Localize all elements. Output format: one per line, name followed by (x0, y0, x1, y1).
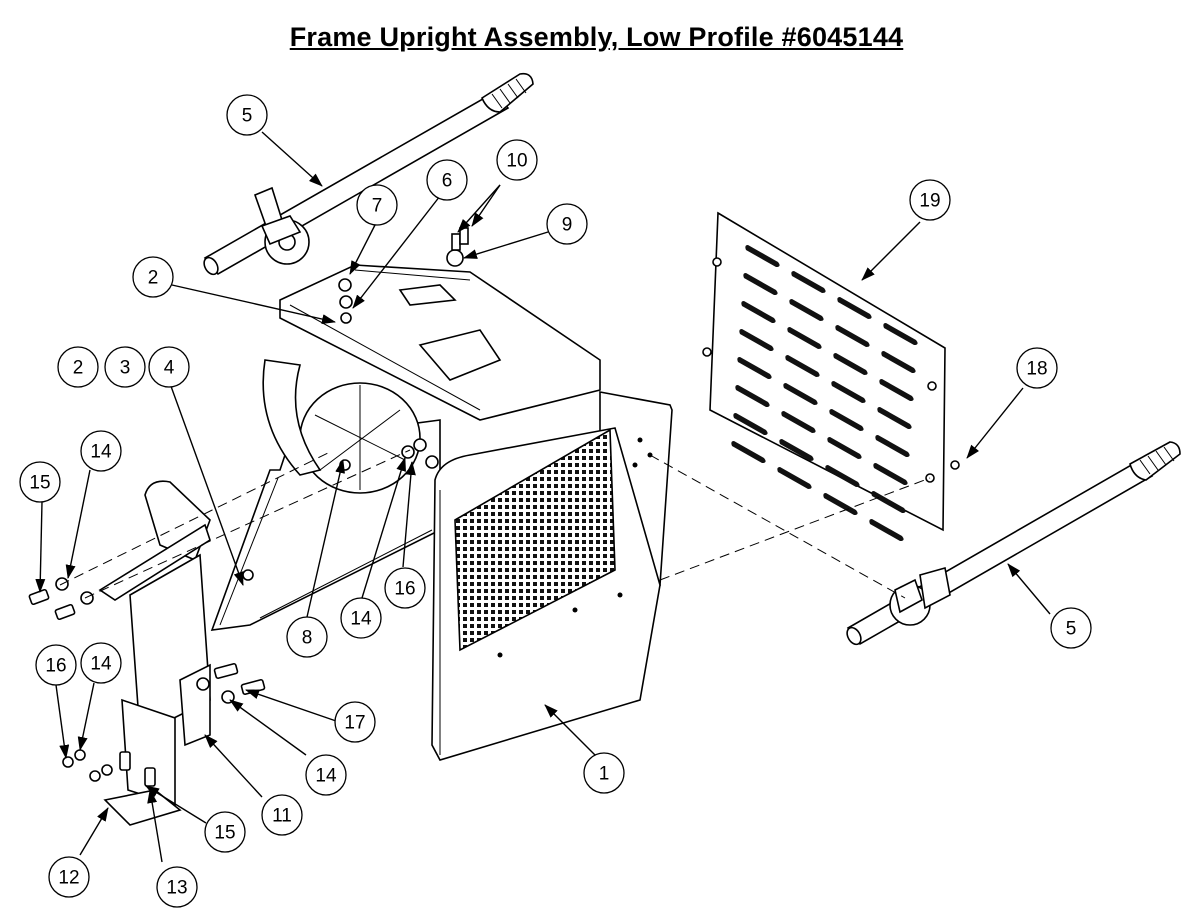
callout-8: 8 (286, 616, 328, 658)
callout-label: 9 (562, 215, 573, 236)
callout-7: 7 (356, 184, 398, 226)
louvre-slot (879, 379, 914, 401)
callout-10: 10 (496, 139, 538, 181)
callout-label: 15 (214, 823, 235, 844)
callout-1: 1 (583, 752, 625, 794)
callout-14: 14 (80, 642, 122, 684)
louvre-slot (831, 381, 866, 403)
callout-label: 15 (29, 473, 50, 494)
callout-label: 11 (272, 806, 292, 827)
louvre-slot (781, 411, 816, 433)
louvre-slot (875, 435, 910, 457)
callout-label: 14 (350, 609, 372, 630)
callout-4: 4 (148, 346, 190, 388)
louvre-slot (779, 439, 814, 461)
louvre-slot (735, 385, 770, 407)
louvre-slot (787, 327, 822, 349)
callout-label: 5 (242, 106, 253, 127)
bracket-assembly-part (98, 480, 211, 826)
callout-16: 16 (35, 644, 77, 686)
callout-2: 2 (132, 256, 174, 298)
callout-label: 14 (315, 766, 337, 787)
alignment-lines (59, 449, 931, 599)
leader-lines (35, 131, 1051, 863)
callout-label: 2 (73, 358, 84, 379)
callout-label: 19 (919, 191, 940, 212)
callout-11: 11 (261, 794, 303, 836)
louvre-slot (785, 355, 820, 377)
callout-label: 2 (148, 268, 159, 289)
louvre-slot (731, 441, 766, 463)
callout-9: 9 (546, 203, 588, 245)
callout-label: 7 (372, 196, 383, 217)
callout-16: 16 (384, 567, 426, 609)
callout-label: 6 (442, 171, 453, 192)
louvre-slot (733, 413, 768, 435)
callout-label: 8 (302, 628, 313, 649)
louvre-slot (789, 299, 824, 321)
callout-14: 14 (80, 430, 122, 472)
louvre-slot (877, 407, 912, 429)
louvre-slot (869, 519, 904, 541)
callout-5: 5 (226, 94, 268, 136)
callout-5: 5 (1050, 607, 1092, 649)
louvre-slot (835, 325, 870, 347)
callout-15: 15 (204, 811, 246, 853)
louvre-slot (741, 301, 776, 323)
louvre-slot (871, 491, 906, 513)
callout-label: 14 (90, 654, 112, 675)
callout-label: 16 (394, 579, 415, 600)
callout-label: 14 (90, 442, 112, 463)
callout-label: 3 (120, 358, 131, 379)
diagram-title: Frame Upright Assembly, Low Profile #604… (289, 22, 904, 52)
louvre-slot (783, 383, 818, 405)
louvre-slot (825, 465, 860, 487)
callout-12: 12 (48, 856, 90, 898)
callout-label: 10 (506, 151, 527, 172)
frame-upright-part (210, 264, 673, 761)
callout-13: 13 (156, 866, 198, 908)
louvre-slot (883, 323, 918, 345)
louvre-slot (873, 463, 908, 485)
louvre-slot (739, 329, 774, 351)
callout-label: 12 (58, 868, 79, 889)
callout-label: 5 (1066, 619, 1077, 640)
handle-bar-lower-part (846, 441, 1181, 646)
callout-6: 6 (426, 159, 468, 201)
callout-17: 17 (334, 701, 376, 743)
callout-label: 16 (45, 656, 66, 677)
louvre-slot (829, 409, 864, 431)
callout-18: 18 (1016, 347, 1058, 389)
louvre-slot (881, 351, 916, 373)
louvre-slot (833, 353, 868, 375)
callout-label: 17 (344, 713, 365, 734)
callout-label: 18 (1026, 359, 1047, 380)
callout-2: 2 (57, 346, 99, 388)
callout-15: 15 (19, 461, 61, 503)
callout-label: 13 (166, 878, 187, 899)
louvered-cover-part (702, 211, 946, 541)
louvre-slot (777, 467, 812, 489)
louvre-slot (823, 493, 858, 515)
louvre-slot (791, 271, 826, 293)
louvre-slot (743, 273, 778, 295)
callout-14: 14 (340, 597, 382, 639)
callout-label: 1 (599, 764, 610, 785)
callout-3: 3 (104, 346, 146, 388)
louvre-slot (745, 245, 780, 267)
callout-19: 19 (909, 179, 951, 221)
fasteners (28, 227, 960, 787)
callout-14: 14 (305, 754, 347, 796)
louvre-slot (827, 437, 862, 459)
louvre-slot (837, 297, 872, 319)
louvre-slot (737, 357, 772, 379)
callout-label: 4 (164, 358, 175, 379)
handle-bar-upper-part (203, 72, 534, 276)
